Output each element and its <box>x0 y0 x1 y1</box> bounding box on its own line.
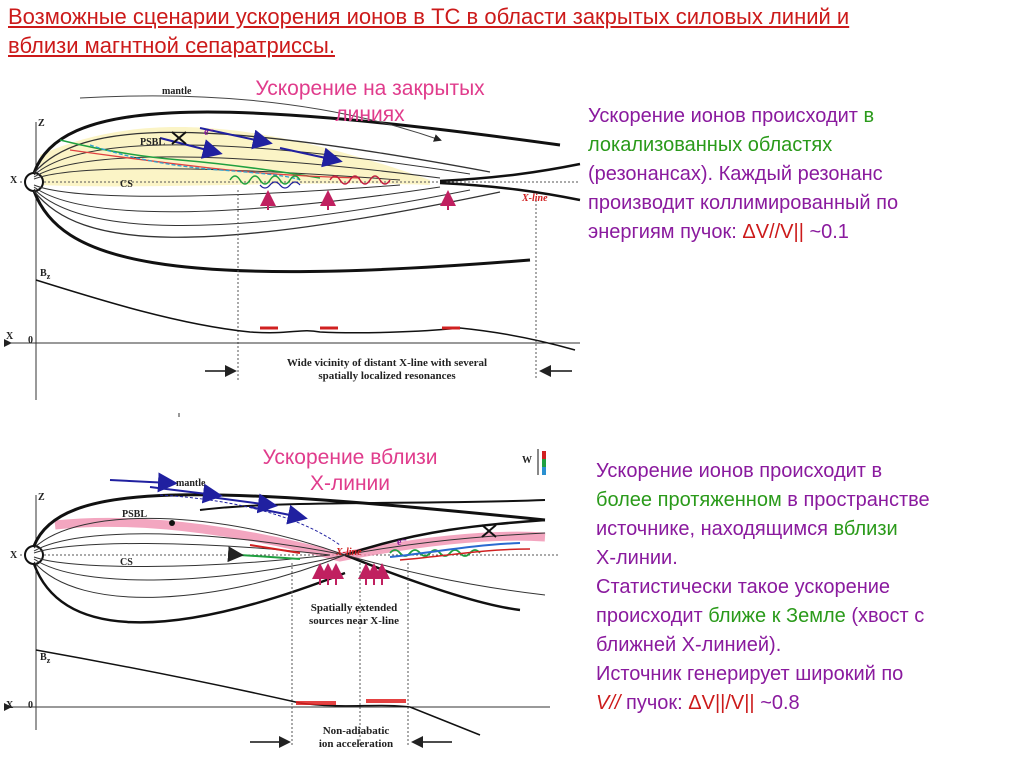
earth-1 <box>24 172 44 192</box>
z-label-1: Z <box>38 118 45 129</box>
formula-1: ΔV//V|| <box>742 221 804 243</box>
bz-curve-1 <box>35 279 576 351</box>
mantle-label-2: mantle <box>176 478 206 489</box>
magnetopause-bottom-1 <box>32 190 531 274</box>
panel1-description: Ускорение ионов происходит в локализован… <box>588 105 899 243</box>
title-line-1: Возможные сценарии ускорения ионов в ТС … <box>8 4 850 29</box>
panel1-caption: Wide vicinity of distant X-line with sev… <box>286 357 488 382</box>
psbl-label-2: PSBL <box>122 509 148 520</box>
title-line-2: вблизи магнтной сепаратриссы. <box>8 33 335 58</box>
x-label-1: X <box>10 175 18 186</box>
electron-label-2: e⁻ <box>397 537 407 548</box>
formula-2: ΔV||/V|| <box>688 692 755 714</box>
magnetopause-top-1 <box>32 110 561 174</box>
panel2-diagram <box>4 449 560 748</box>
earth-2 <box>24 545 44 565</box>
cs-label-1: CS <box>120 179 133 190</box>
psbl-label-1: PSBL <box>140 137 166 148</box>
panel2-description: Ускорение ионов происходит в более протя… <box>596 460 930 714</box>
bz-label-2: Bz <box>40 652 51 665</box>
zero-label-2: 0 <box>28 700 33 711</box>
mantle-label-1: mantle <box>162 86 192 97</box>
x-label-2: X <box>10 550 18 561</box>
w-label: W <box>522 455 532 466</box>
x-axis-label-2: X <box>6 700 14 711</box>
slide-title: Возможные сценарии ускорения ионов в ТС … <box>8 2 1008 60</box>
electron-label-1: e⁻ <box>204 127 214 138</box>
xline-label-1: X-line <box>522 193 548 204</box>
separator-mark <box>178 413 180 417</box>
bz-label-1: Bz <box>40 268 51 281</box>
plasma-sheet-shade <box>40 127 430 187</box>
x-axis-label-1: X <box>6 331 14 342</box>
cs-label-2: CS <box>120 557 133 568</box>
panel1-diagram <box>4 95 581 400</box>
xline-label-2: X-line <box>336 547 362 558</box>
z-label-2: Z <box>38 492 45 503</box>
zero-label-1: 0 <box>28 335 33 346</box>
